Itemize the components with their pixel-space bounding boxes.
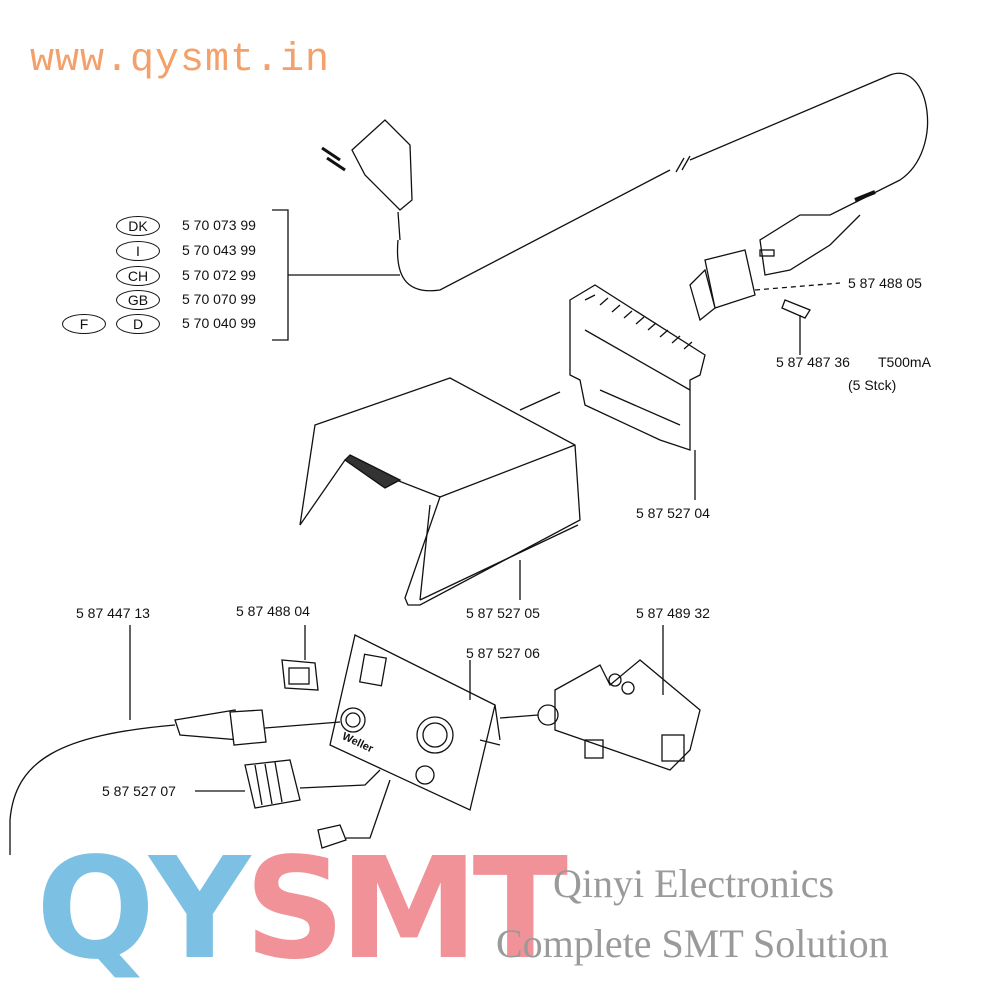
country-badge-gb: GB: [116, 290, 160, 310]
heatsink-frame: [569, 284, 706, 500]
country-badge-f: F: [62, 314, 106, 334]
housing-cover: [299, 377, 581, 606]
label-heatsink: 5 87 527 04: [636, 505, 710, 521]
part-number-ch: 5 70 072 99: [182, 267, 256, 283]
qysmt-logo: QYSMT: [36, 828, 568, 991]
part-number-i: 5 70 043 99: [182, 242, 256, 258]
control-pcb: [499, 625, 701, 771]
iec-connector: [759, 190, 876, 276]
label-socket: 5 87 488 05: [848, 275, 922, 291]
label-switch: 5 87 488 04: [236, 603, 310, 619]
country-badge-ch: CH: [116, 266, 160, 286]
watermark-url: www.qysmt.in: [30, 38, 331, 83]
label-fuse: 5 87 487 36: [776, 354, 850, 370]
label-fuse-qty: (5 Stck): [848, 377, 897, 393]
cable-break-mark: [675, 155, 691, 173]
mains-cable: [396, 72, 929, 292]
country-badge-d: D: [116, 314, 160, 334]
label-pcb: 5 87 489 32: [636, 605, 710, 621]
part-number-dk: 5 70 073 99: [182, 217, 256, 233]
company-name: Qinyi Electronics: [553, 861, 835, 906]
variant-bracket: [272, 209, 400, 341]
label-fuse-rating: T500mA: [878, 354, 931, 370]
soldering-iron-cable: [9, 625, 341, 855]
part-number-d: 5 70 040 99: [182, 315, 256, 331]
company-slogan: Complete SMT Solution: [496, 921, 889, 966]
power-socket: [689, 249, 841, 322]
country-badge-i: I: [116, 241, 160, 261]
front-panel: Weller: [329, 634, 501, 811]
cap: [317, 779, 391, 849]
leader-line: [519, 391, 561, 411]
part-number-gb: 5 70 070 99: [182, 291, 256, 307]
country-badge-dk: DK: [116, 216, 160, 236]
label-knob: 5 87 527 07: [102, 783, 176, 799]
knob: [195, 759, 381, 809]
label-front-panel: 5 87 527 06: [466, 645, 540, 661]
label-cable: 5 87 447 13: [76, 605, 150, 621]
mains-plug: [321, 119, 413, 241]
fuse: [781, 299, 811, 355]
label-cover: 5 87 527 05: [466, 605, 540, 621]
rocker-switch: [281, 625, 319, 691]
